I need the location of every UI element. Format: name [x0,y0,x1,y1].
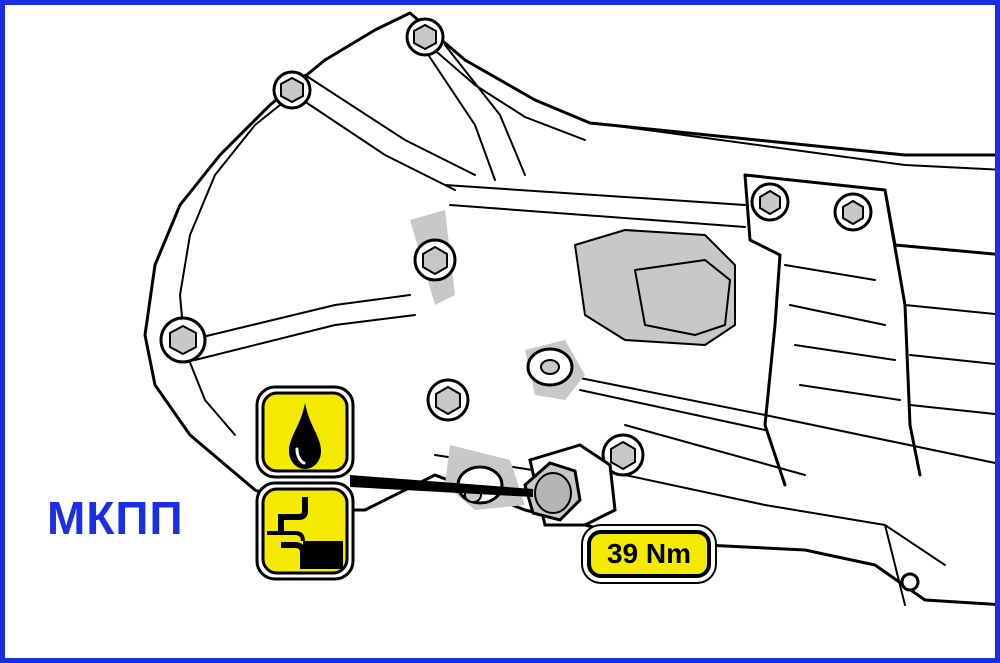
bell-rib-2 [424,44,526,181]
bolt-top-1 [405,17,445,57]
bolt-mid-2 [426,378,470,422]
leader-line [350,475,533,497]
bolt-lower [601,433,645,477]
bell-housing [143,11,995,606]
bolt-bracket-2 [833,192,873,232]
bell-rib-1 [294,74,476,191]
case-mid-line [564,374,995,476]
bell-rib-3 [189,294,416,361]
bolt-mid-1 [413,238,457,282]
mount-bracket [743,173,995,487]
oil-drop-icon [255,385,355,479]
drain-plug-icon [255,481,355,581]
bell-rim [179,39,586,436]
side-boss [575,230,735,345]
side-boss-inner [634,259,731,336]
mount-hole [900,572,920,592]
case-top-line [444,122,995,228]
bolt-left [159,316,207,364]
bolt-top-2 [272,70,312,110]
side-boss-outline [574,229,736,346]
drain-plug [523,461,582,522]
torque-label: 39 Nm [587,530,711,578]
lug-hole [540,359,560,375]
mount-bracket-ribs [784,264,995,415]
transmission-drawing [143,11,995,606]
diagram-title: МКПП [47,492,184,544]
bolt-bracket-1 [750,182,790,222]
